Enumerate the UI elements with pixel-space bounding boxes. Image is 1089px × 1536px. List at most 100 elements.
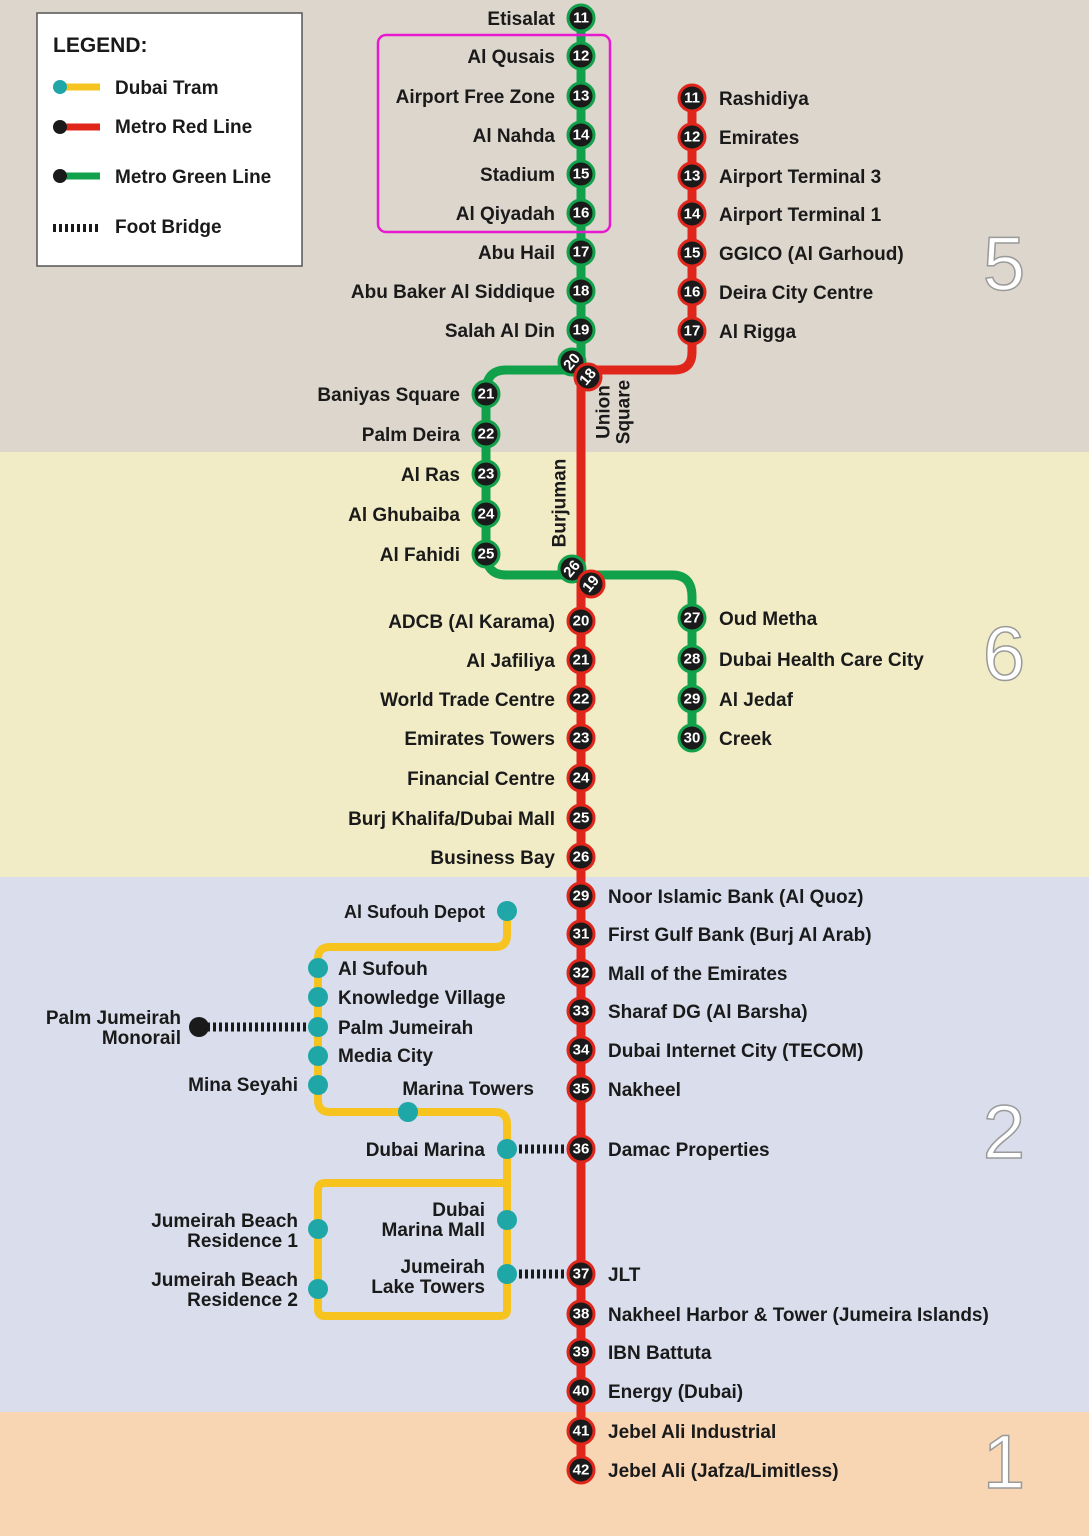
legend-green-dot: [53, 169, 67, 183]
tram-label-jbr2-2: Residence 2: [187, 1290, 298, 1311]
tram-station-dot[interactable]: [308, 987, 328, 1007]
tram-label-jlt-2: Lake Towers: [371, 1277, 485, 1298]
tram-station-dot[interactable]: [308, 1219, 328, 1239]
station-label: Mall of the Emirates: [608, 964, 788, 985]
tram-label-jlt-1: Jumeirah: [401, 1257, 485, 1278]
zone-label-2: 2: [983, 1090, 1025, 1175]
legend-item-bridge: Foot Bridge: [115, 217, 222, 238]
station-number: 13: [684, 168, 701, 185]
station-number: 18: [573, 283, 590, 300]
station-nakheel[interactable]: 35 Nakheel: [566, 1074, 681, 1104]
station-number: 35: [573, 1081, 590, 1098]
station-number: 15: [684, 245, 701, 262]
tram-station-dot[interactable]: [497, 901, 517, 921]
station-number: 22: [573, 691, 590, 708]
station-number: 36: [573, 1141, 590, 1158]
legend-item-green: Metro Green Line: [115, 167, 271, 188]
tram-label-knowledge-village: Knowledge Village: [338, 988, 506, 1009]
station-marker: [566, 159, 596, 189]
station-label: Energy (Dubai): [608, 1382, 743, 1403]
burjuman-interchange[interactable]: 26 19 Burjuman: [550, 459, 606, 599]
station-number: 12: [684, 129, 701, 146]
station-number: 17: [684, 323, 701, 340]
station-number: 24: [573, 770, 590, 787]
tram-station-dot[interactable]: [308, 1017, 328, 1037]
tram-station-dot[interactable]: [308, 1046, 328, 1066]
tram-station-dot[interactable]: [497, 1264, 517, 1284]
tram-label-al-sufouh: Al Sufouh: [338, 959, 428, 980]
monorail-station-dot[interactable]: [189, 1017, 209, 1037]
tram-station-dot[interactable]: [308, 1279, 328, 1299]
union-square-label-1: Union: [594, 385, 615, 439]
station-label: Nakheel: [608, 1080, 681, 1101]
tram-station-dot[interactable]: [398, 1102, 418, 1122]
station-label: Dubai Internet City (TECOM): [608, 1041, 863, 1062]
station-number: 15: [573, 166, 590, 183]
station-marker: [566, 645, 596, 675]
tram-station-dot[interactable]: [497, 1210, 517, 1230]
tram-station-dot[interactable]: [497, 1139, 517, 1159]
station-label: Abu Hail: [478, 243, 555, 264]
station-marker: [471, 539, 501, 569]
tram-station-dot[interactable]: [308, 1075, 328, 1095]
tram-label-marina-towers: Marina Towers: [402, 1079, 534, 1100]
station-marker: [677, 83, 707, 113]
station-marker: [566, 198, 596, 228]
station-marker: [566, 3, 596, 33]
station-marker: [677, 122, 707, 152]
station-label: Business Bay: [430, 848, 555, 869]
tram-station-dot[interactable]: [308, 958, 328, 978]
legend-box: [36, 12, 303, 267]
station-marker: [566, 958, 596, 988]
interchange-marker-red: [573, 362, 603, 392]
station-number: 30: [684, 730, 701, 747]
station-marker: [677, 723, 707, 753]
station-number: 22: [478, 426, 495, 443]
union-square-interchange[interactable]: 20 18 Union Square: [557, 347, 635, 444]
